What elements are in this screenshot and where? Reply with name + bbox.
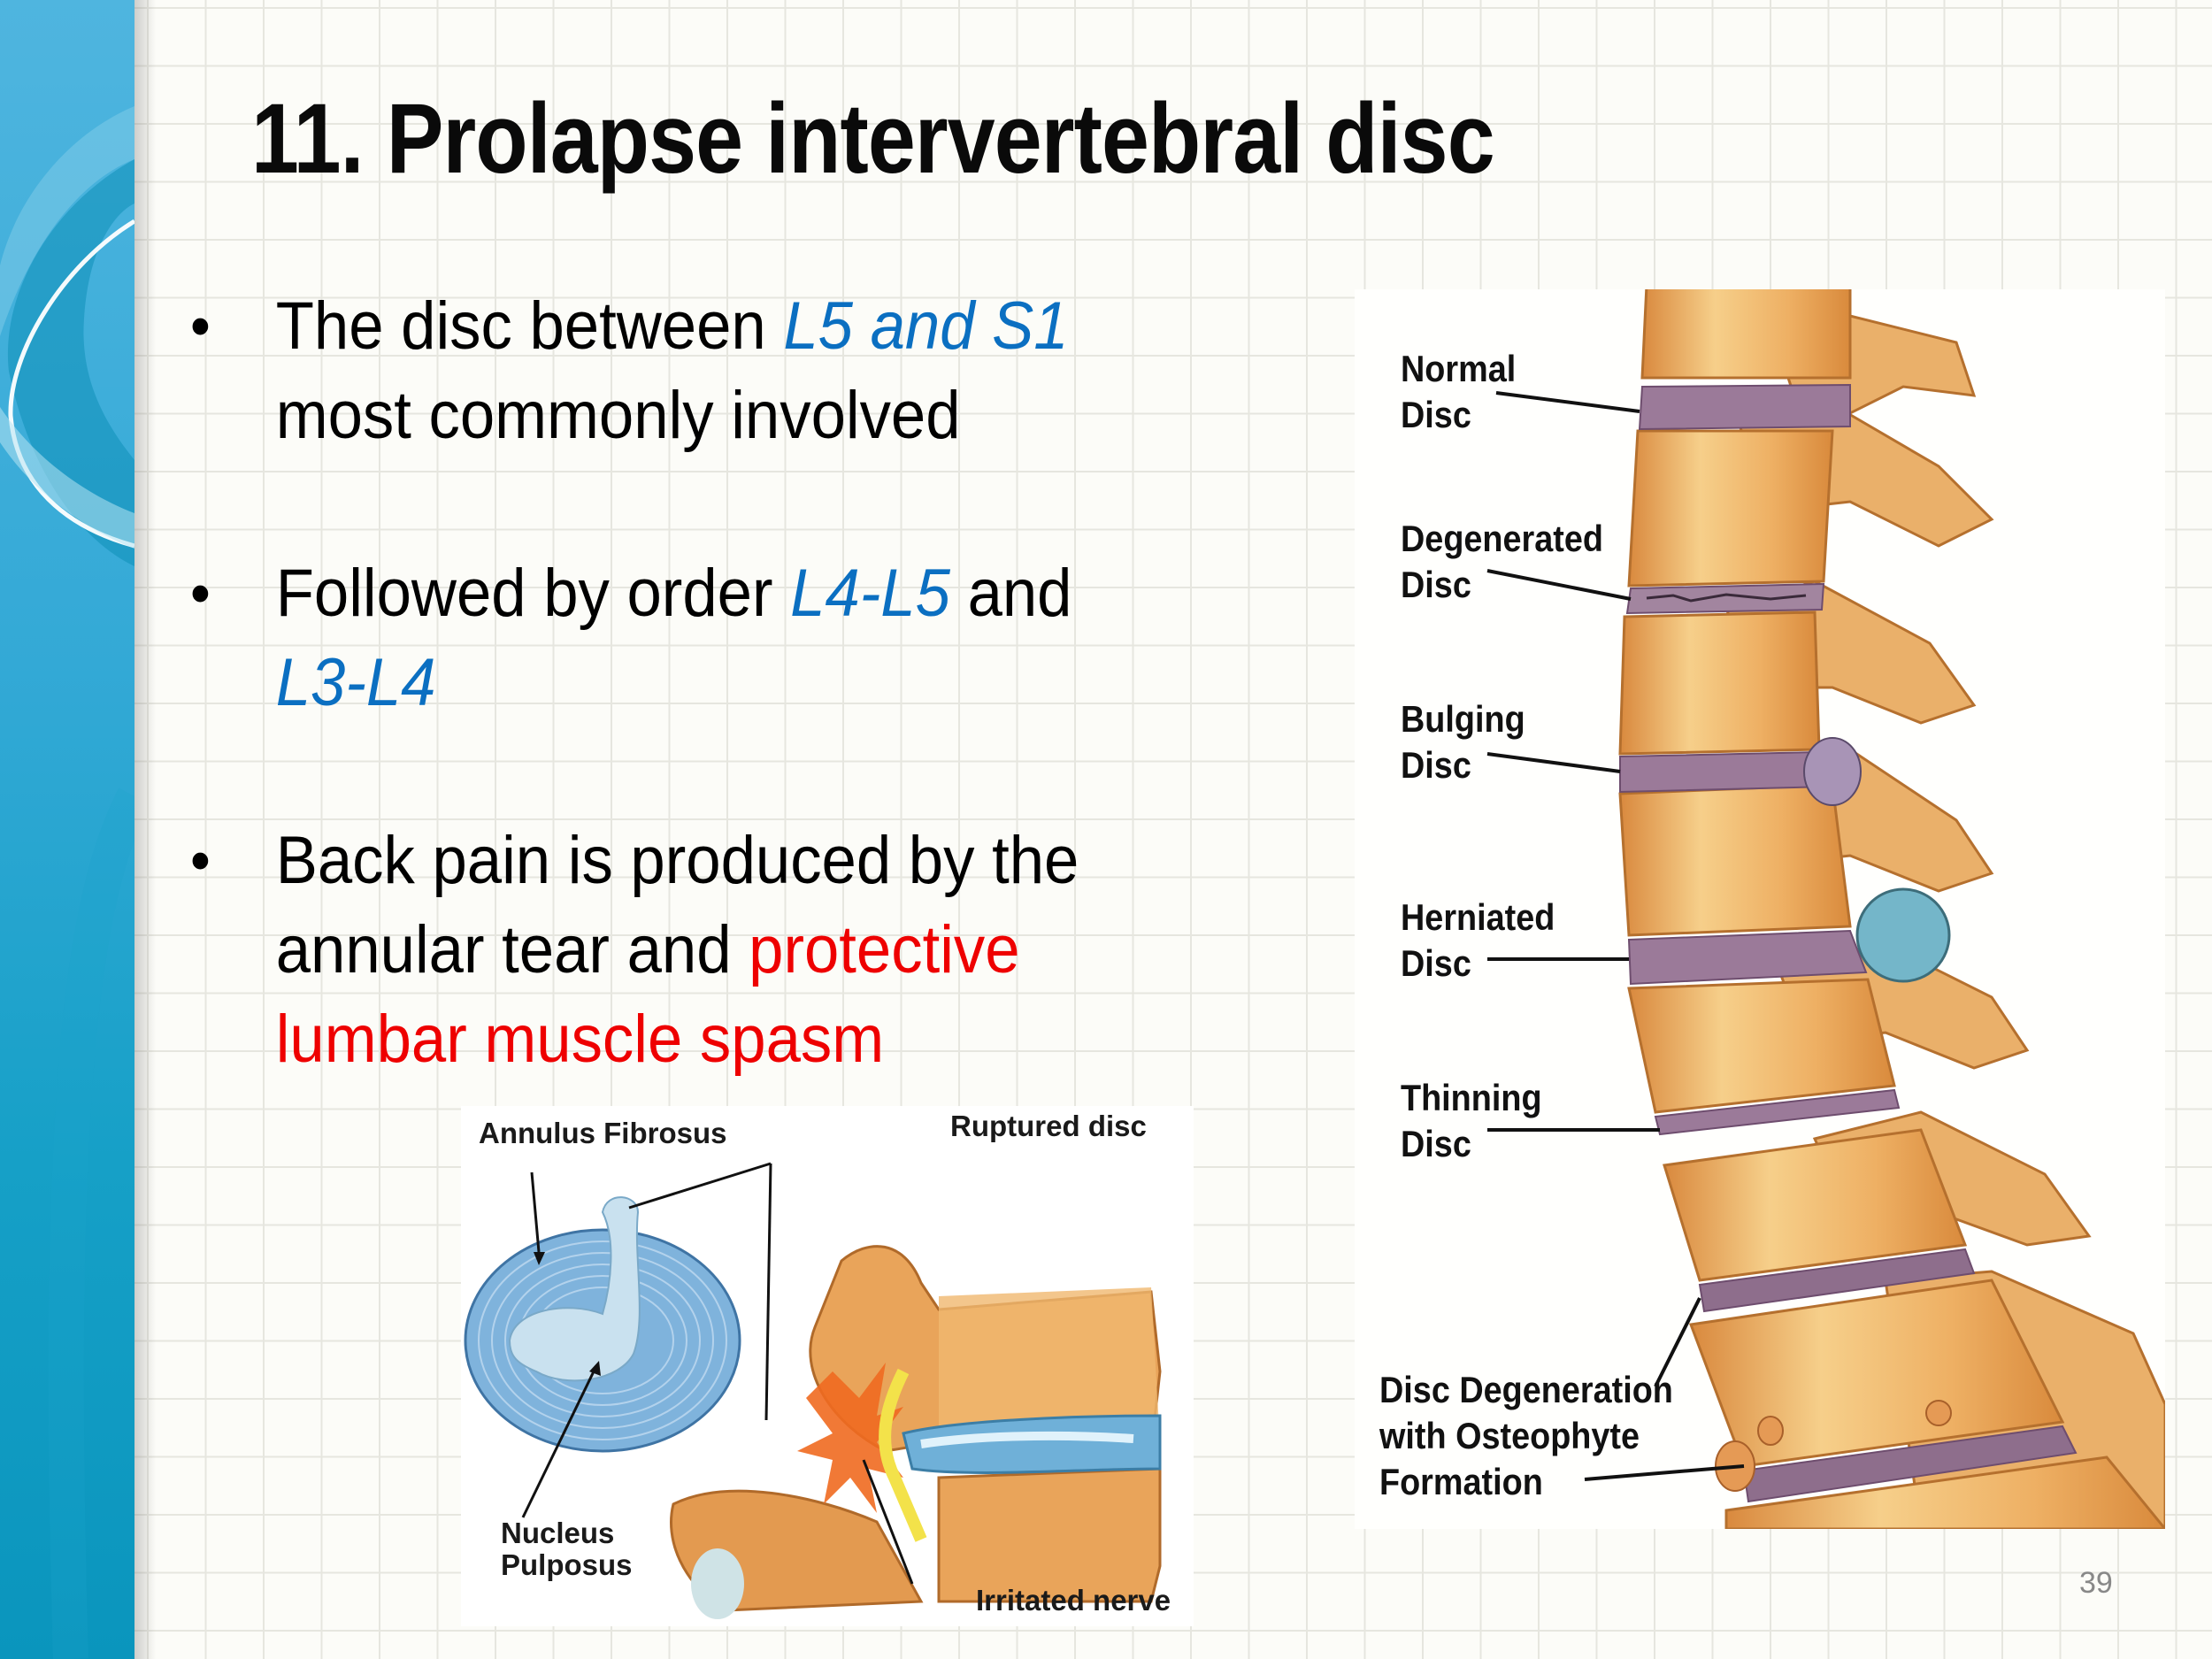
label-irritated-nerve: Irritated nerve [976, 1584, 1171, 1617]
bullet-item: • Followed by order L4-L5 and L3-L4 [190, 549, 1197, 727]
sidebar-swoosh-graphic [0, 106, 134, 1659]
spine-drawing [1486, 289, 2165, 1529]
bulge [1803, 737, 1862, 806]
decorative-sidebar [0, 0, 134, 1659]
label-ruptured-disc: Ruptured disc [950, 1110, 1147, 1142]
label-herniated: Herniated [1401, 896, 1555, 938]
degenerated-disc-lower [1698, 1248, 1976, 1313]
slide-title: 11. Prolapse intervertebral disc [251, 83, 1495, 194]
highlight-red-text: protective lumbar muscle spasm [275, 912, 1020, 1077]
ruptured-disc-illustration: Annulus Fibrosus Ruptured disc Nucleus P… [461, 1106, 1194, 1626]
bullet-marker: • [190, 826, 211, 895]
label-normal: Normal [1401, 348, 1517, 389]
label-thinning-disc: Disc [1401, 1123, 1471, 1164]
osteophyte-disc [1742, 1425, 2078, 1503]
degenerated-disc [1625, 582, 1825, 615]
nerve-drawing [879, 1368, 927, 1542]
label-annulus-fibrosus: Annulus Fibrosus [479, 1117, 727, 1149]
label-formation: Formation [1379, 1461, 1543, 1502]
label-disc-degeneration: Disc Degeneration [1379, 1369, 1673, 1410]
bullet-item: • The disc between L5 and S1 most common… [190, 281, 1197, 460]
normal-disc [1638, 383, 1851, 431]
label-normal-disc: Disc [1401, 394, 1471, 435]
label-bulging: Bulging [1401, 698, 1525, 740]
bullet-text: most commonly involved [275, 378, 961, 453]
label-with-osteophyte: with Osteophyte [1379, 1415, 1640, 1456]
bullet-text: and [949, 556, 1072, 631]
lower-vertebra [937, 1467, 1162, 1603]
herniation [1855, 887, 1951, 983]
label-herniated-disc: Disc [1401, 942, 1471, 984]
leader-lines [1486, 391, 1745, 1481]
disc-drawing [464, 1162, 1162, 1619]
bullet-list: • The disc between L5 and S1 most common… [190, 281, 1296, 1084]
highlight-level: L5 and S1 [783, 288, 1069, 364]
highlight-level: L3-L4 [275, 645, 436, 720]
label-pulposus: Pulposus [501, 1548, 633, 1581]
highlight-level: L4-L5 [790, 556, 950, 631]
pain-burst-icon [797, 1363, 903, 1513]
side-disc [902, 1414, 1162, 1474]
label-bulging-disc: Disc [1401, 744, 1471, 786]
bullet-marker: • [190, 558, 211, 627]
label-degenerated: Degenerated [1401, 518, 1603, 559]
label-thinning: Thinning [1401, 1077, 1542, 1118]
sidebar-shadow [134, 0, 156, 1659]
page-number: 39 [2079, 1566, 2113, 1600]
bullet-text: Back pain is produced by the annular tea… [275, 823, 1079, 987]
label-degenerated-disc: Disc [1401, 564, 1471, 605]
bulging-disc [1619, 750, 1830, 794]
bullet-text: The disc between [275, 288, 784, 364]
bullet-item: • Back pain is produced by the annular t… [190, 816, 1197, 1084]
bullet-marker: • [190, 291, 211, 360]
nucleus-pulposus [508, 1196, 641, 1382]
label-nucleus: Nucleus [501, 1517, 615, 1549]
herniated-disc [1627, 929, 1868, 986]
bullet-text: Followed by order [275, 556, 791, 631]
vertebral-bodies [1618, 289, 2165, 1529]
spine-disc-conditions-illustration: Normal Disc Degenerated Disc Bulging Dis… [1355, 289, 2165, 1529]
